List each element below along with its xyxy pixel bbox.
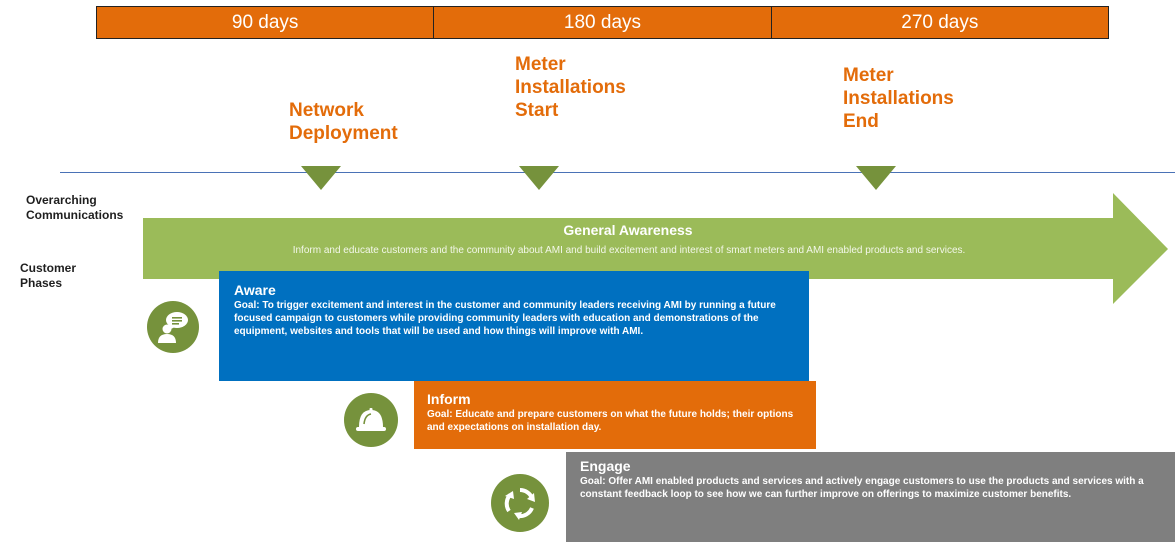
label-line: Communications: [26, 208, 124, 222]
milestone-marker-network-icon: [301, 166, 341, 190]
milestone-line: End: [843, 111, 879, 132]
engage-phase-box: [566, 452, 1175, 542]
inform-phase-title: Inform: [427, 391, 471, 407]
label-line: Phases: [20, 276, 63, 290]
milestone-marker-end-icon: [856, 166, 896, 190]
milestone-installations-end: Meter Installations End: [843, 64, 954, 133]
timeline-bar: 90 days 180 days 270 days: [96, 6, 1109, 39]
timeline-period-270: 270 days: [771, 6, 1109, 39]
customer-phases-label: Customer Phases: [20, 261, 76, 291]
aware-phase-title: Aware: [234, 282, 276, 298]
engage-phase-goal: Goal: Offer AMI enabled products and ser…: [580, 476, 1144, 500]
aware-person-speech-icon: [147, 301, 199, 353]
timeline-divider: [60, 172, 1175, 173]
milestone-line: Installations: [843, 88, 954, 109]
inform-phase-goal: Goal: Educate and prepare customers on w…: [427, 409, 794, 433]
milestone-line: Deployment: [289, 123, 398, 144]
timeline-period-90: 90 days: [96, 6, 435, 39]
milestone-line: Meter: [515, 54, 566, 75]
milestone-line: Installations: [515, 77, 626, 98]
engage-recycle-arrows-icon: [491, 474, 549, 532]
milestone-installations-start: Meter Installations Start: [515, 53, 626, 122]
milestone-line: Network: [289, 100, 364, 121]
label-line: Customer: [20, 261, 77, 275]
aware-phase-box: [219, 271, 809, 381]
milestone-line: Meter: [843, 65, 894, 86]
engage-phase-title: Engage: [580, 458, 631, 474]
milestone-line: Start: [515, 100, 559, 121]
inform-phase-box: [414, 381, 816, 449]
milestone-marker-start-icon: [519, 166, 559, 190]
general-awareness-text: Inform and educate customers and the com…: [292, 245, 966, 256]
label-line: Overarching: [26, 193, 97, 207]
overarching-communications-label: Overarching Communications: [26, 193, 123, 223]
inform-hard-hat-icon: [344, 393, 398, 447]
aware-phase-goal: Goal: To trigger excitement and interest…: [234, 300, 776, 337]
timeline-period-180: 180 days: [434, 6, 772, 39]
milestone-network-deployment: Network Deployment: [289, 99, 398, 145]
general-awareness-title: General Awareness: [563, 222, 693, 238]
